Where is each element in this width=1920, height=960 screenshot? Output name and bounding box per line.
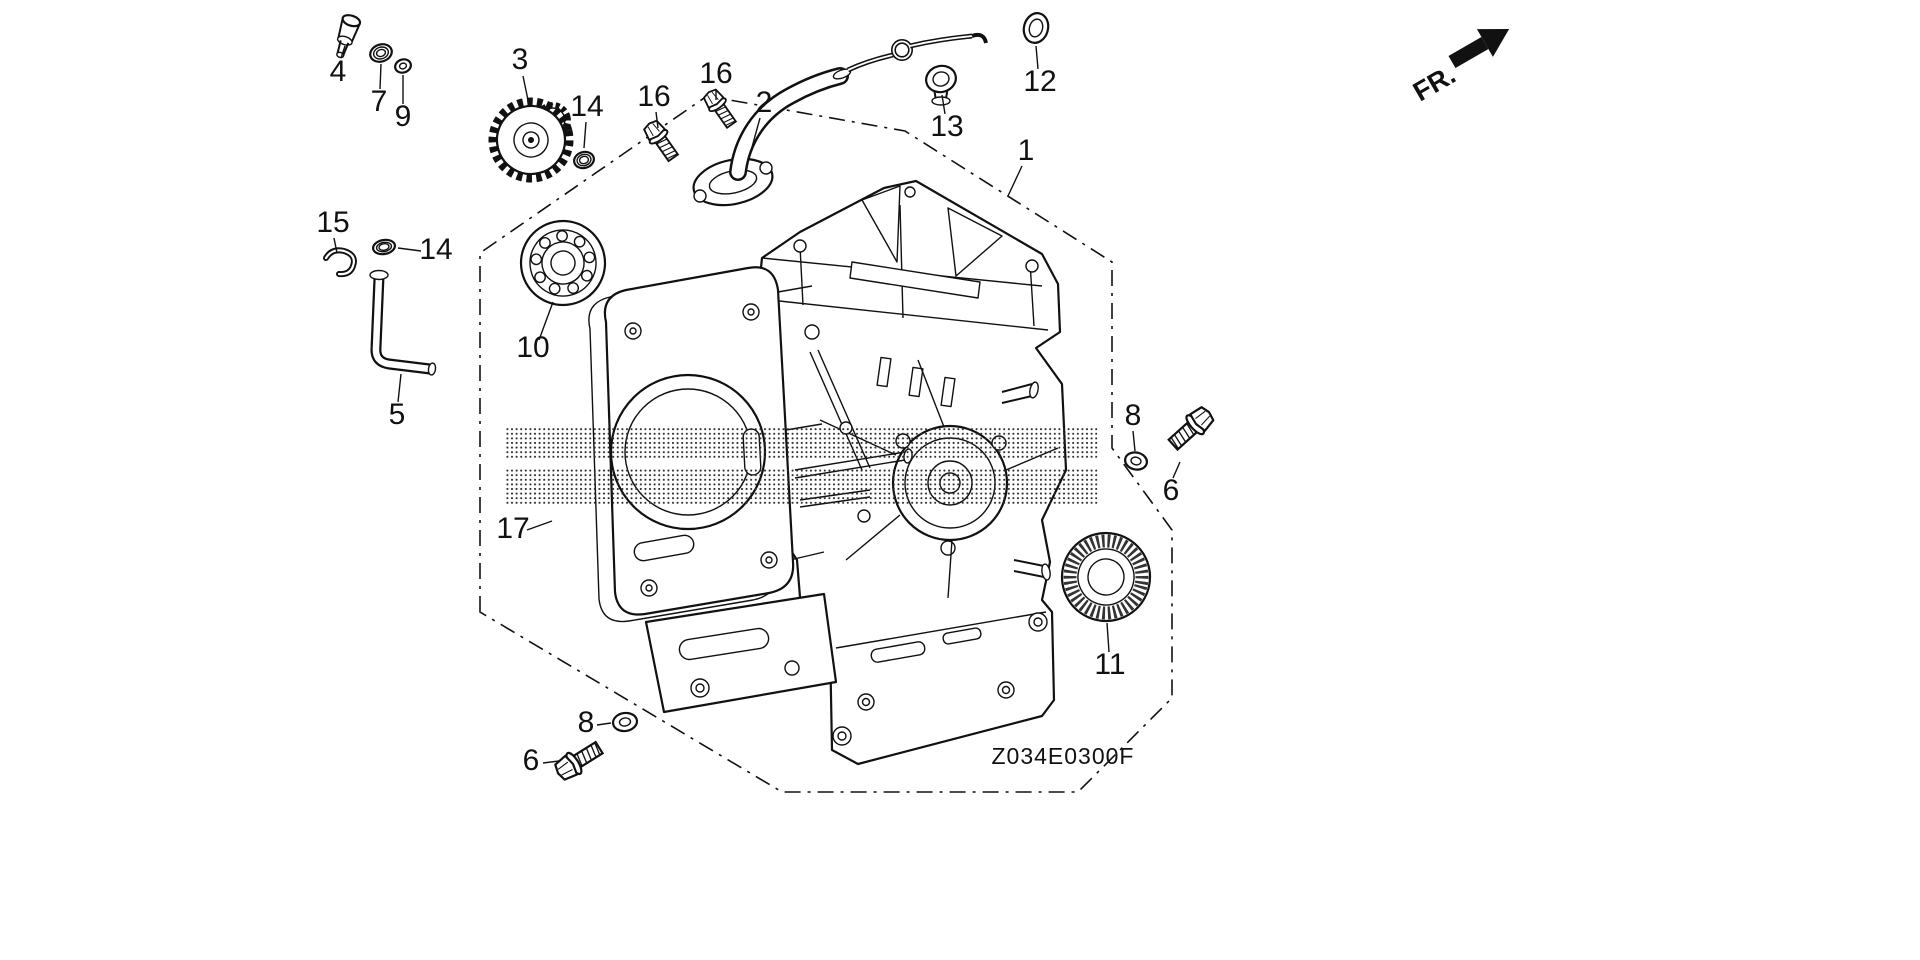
flange-bolt-16-right bbox=[699, 85, 741, 132]
callout-14b: 14 bbox=[419, 233, 452, 266]
leader-4 bbox=[340, 45, 346, 59]
leader-10 bbox=[538, 301, 554, 341]
leader-11 bbox=[1106, 622, 1110, 653]
side-stud-upper bbox=[1001, 381, 1039, 404]
cable-joint bbox=[925, 64, 957, 106]
callout-17: 17 bbox=[496, 512, 529, 545]
breather-cable bbox=[846, 32, 988, 73]
radial-ball-bearing bbox=[519, 219, 607, 307]
oil-seal bbox=[1060, 531, 1152, 623]
leader-7 bbox=[379, 63, 382, 90]
bracket-gusset-left bbox=[861, 185, 901, 263]
callout-2: 2 bbox=[756, 86, 773, 119]
callout-7: 7 bbox=[371, 85, 388, 118]
flange-bolt-16-left bbox=[639, 116, 683, 165]
washer-7 bbox=[369, 43, 393, 63]
callout-9: 9 bbox=[395, 100, 412, 133]
fr-direction-indicator: FR. bbox=[1408, 29, 1510, 107]
fr-label: FR. bbox=[1408, 59, 1461, 107]
cable-ring bbox=[1022, 12, 1050, 44]
leader-17 bbox=[526, 520, 553, 531]
callout-1: 1 bbox=[1018, 134, 1035, 167]
leader-lines bbox=[333, 45, 1181, 764]
flange-bolt-6-right bbox=[1163, 402, 1219, 455]
callout-11: 11 bbox=[1094, 648, 1125, 681]
leader-12 bbox=[1035, 45, 1039, 70]
leader-2 bbox=[748, 117, 761, 159]
washer-14-left bbox=[371, 238, 397, 256]
leader-1 bbox=[1007, 165, 1023, 197]
leader-6b bbox=[542, 760, 560, 764]
clip-15 bbox=[323, 247, 357, 278]
callout-8b: 8 bbox=[578, 706, 595, 739]
leader-8a bbox=[1132, 430, 1136, 452]
bracket-cross-member bbox=[849, 261, 981, 299]
callout-16b: 16 bbox=[699, 57, 732, 90]
leader-14b bbox=[397, 247, 422, 252]
callout-8a: 8 bbox=[1125, 399, 1142, 432]
leader-8b bbox=[596, 722, 612, 726]
callout-15: 15 bbox=[316, 206, 349, 239]
washer-14-upper bbox=[573, 150, 595, 170]
oil-pan-flange bbox=[644, 592, 838, 714]
washer-9 bbox=[394, 58, 412, 74]
callout-12: 12 bbox=[1023, 65, 1056, 98]
leader-6a bbox=[1172, 461, 1181, 479]
side-stud-lower bbox=[1013, 559, 1051, 581]
bracket-gusset-right bbox=[947, 207, 1003, 277]
callout-5: 5 bbox=[389, 398, 406, 431]
leader-5 bbox=[397, 373, 402, 403]
diagram-code: Z034E0300F bbox=[992, 743, 1135, 769]
callout-10: 10 bbox=[516, 331, 549, 364]
callout-4: 4 bbox=[330, 55, 347, 88]
oil-pipe bbox=[369, 269, 437, 376]
leader-14a bbox=[583, 121, 587, 149]
washer-8-bottom bbox=[611, 711, 639, 733]
washer-8-right bbox=[1123, 451, 1149, 471]
breather-tube bbox=[692, 32, 988, 207]
callout-14a: 14 bbox=[570, 90, 603, 123]
fr-arrow-icon bbox=[1448, 29, 1510, 69]
assembly-boundary-outline bbox=[479, 95, 1173, 793]
callout-6b: 6 bbox=[523, 744, 540, 777]
halftone-band bbox=[506, 427, 1098, 505]
callout-16a: 16 bbox=[637, 80, 670, 113]
callout-13: 13 bbox=[930, 110, 963, 143]
callout-6a: 6 bbox=[1163, 474, 1180, 507]
leader-13 bbox=[941, 94, 946, 115]
pin-bolt bbox=[336, 14, 362, 59]
leader-15 bbox=[333, 237, 338, 254]
leader-3 bbox=[522, 75, 529, 101]
leader-16a bbox=[655, 111, 659, 129]
flange-bolt-6-bottom bbox=[550, 736, 607, 785]
callout-numbers: 4 7 9 3 14 16 16 2 12 13 1 15 14 10 5 8 … bbox=[316, 43, 1179, 777]
governor-gear bbox=[488, 97, 574, 183]
callout-3: 3 bbox=[512, 43, 529, 76]
